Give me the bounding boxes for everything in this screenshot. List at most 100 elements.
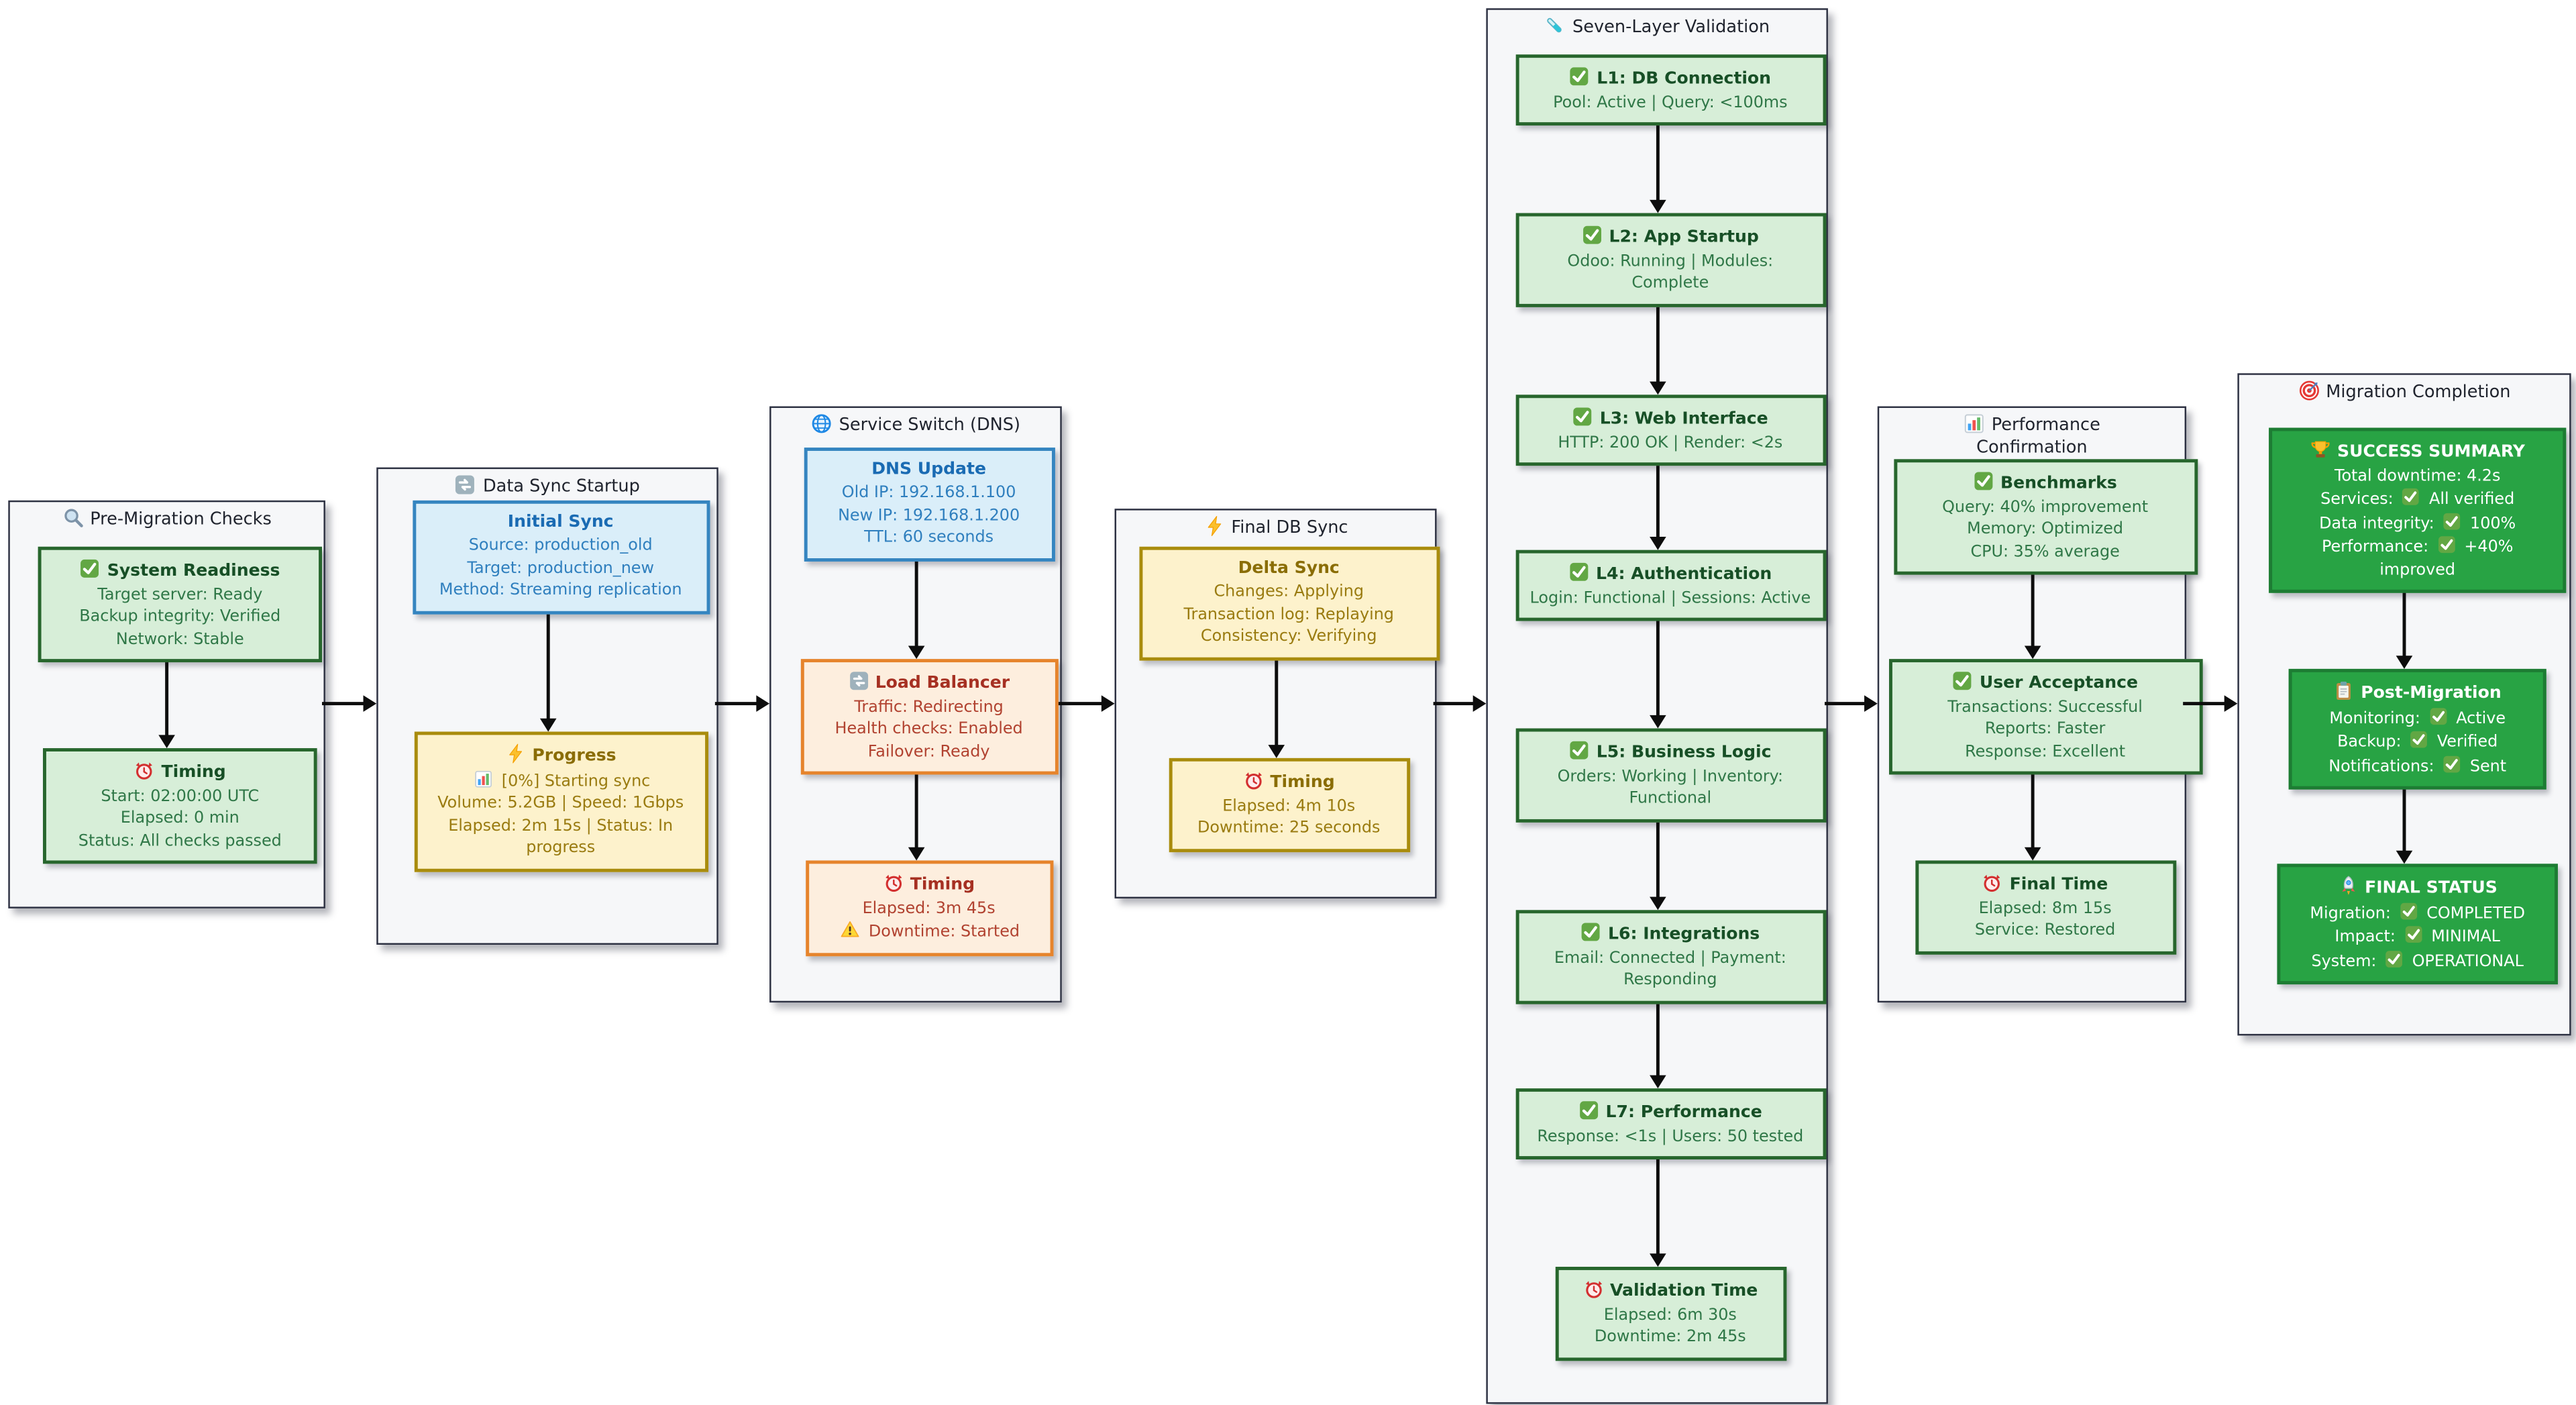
sync-arrows-icon xyxy=(848,670,869,691)
check-icon xyxy=(1568,562,1589,582)
flow-arrow-down xyxy=(2395,592,2413,669)
node-line: Query: 40% improvement xyxy=(1942,498,2149,517)
node-title: L1: DB Connection xyxy=(1528,66,1812,91)
node-line: Target server: Ready xyxy=(97,585,263,604)
cluster-label: Seven-Layer Validation xyxy=(1488,15,1827,39)
node-line: Migration: COMPLETED xyxy=(2290,901,2544,925)
check-icon xyxy=(1582,225,1603,246)
node-title: System Readiness xyxy=(51,558,309,584)
node-line: Reports: Faster xyxy=(1984,720,2106,739)
node-title: L5: Business Logic xyxy=(1528,740,1812,766)
node-title-text: Timing xyxy=(1270,774,1335,792)
node-title: L7: Performance xyxy=(1528,1100,1812,1125)
check-icon xyxy=(2437,535,2456,554)
node-line: Start: 02:00:00 UTC xyxy=(101,786,260,805)
node-title-text: L7: Performance xyxy=(1605,1104,1762,1123)
node-title: User Acceptance xyxy=(1901,670,2188,696)
bar-chart-icon xyxy=(474,769,493,788)
cluster-label-text: Performance Confirmation xyxy=(1976,415,2100,457)
magnifying-glass-icon xyxy=(62,507,83,529)
alarm-clock-icon xyxy=(134,760,155,780)
check-icon xyxy=(1578,1100,1599,1121)
node-title-text: User Acceptance xyxy=(1979,674,2138,693)
node-line: Response: <1s | Users: 50 tested xyxy=(1537,1127,1804,1146)
node-line: Odoo: Running | Modules: Complete xyxy=(1567,252,1774,293)
flow-arrow-right xyxy=(2183,693,2238,713)
flow-arrow-down xyxy=(2395,789,2413,864)
alarm-clock-icon xyxy=(1243,770,1264,790)
check-icon xyxy=(2443,511,2461,530)
node-title: L3: Web Interface xyxy=(1528,407,1812,432)
flow-arrow-right xyxy=(1058,693,1115,713)
node-title: L6: Integrations xyxy=(1528,922,1812,947)
flow-arrow-down xyxy=(1648,307,1666,395)
node-line: Consistency: Verifying xyxy=(1200,627,1377,646)
flow-arrow-down xyxy=(1648,466,1666,550)
flow-arrow-right xyxy=(1825,693,1878,713)
node-title-text: SUCCESS SUMMARY xyxy=(2337,443,2525,462)
node-line: Failover: Ready xyxy=(867,742,990,761)
check-icon xyxy=(2404,925,2422,943)
check-icon xyxy=(1572,407,1593,427)
node-line: Downtime: 25 seconds xyxy=(1197,819,1381,837)
sync-arrows-icon xyxy=(455,474,476,495)
node-title: Timing xyxy=(1181,770,1396,795)
node-title-text: Validation Time xyxy=(1610,1282,1758,1301)
lightning-bolt-icon xyxy=(1203,515,1225,537)
node-title: Timing xyxy=(818,872,1040,898)
node-line: Method: Streaming replication xyxy=(439,581,682,600)
node-line: Performance: +40% improved xyxy=(2282,535,2553,582)
bar-chart-icon xyxy=(1964,413,1985,434)
node-line: Elapsed: 2m 15s | Status: In progress xyxy=(448,817,674,857)
node-line: Transaction log: Replaying xyxy=(1183,605,1394,624)
node-line: System: OPERATIONAL xyxy=(2290,949,2544,973)
node-line: Orders: Working | Inventory: Functional xyxy=(1557,767,1784,808)
node-line: Changes: Applying xyxy=(1214,582,1364,602)
clipboard-icon xyxy=(2334,680,2355,701)
cluster-label: Migration Completion xyxy=(2239,380,2569,404)
node-title-text: L6: Integrations xyxy=(1608,925,1760,944)
check-icon xyxy=(2428,706,2447,725)
node-title-text: L1: DB Connection xyxy=(1597,70,1771,89)
node-line: Impact: MINIMAL xyxy=(2290,925,2544,949)
lightning-bolt-icon xyxy=(505,743,526,764)
warning-icon xyxy=(841,920,860,939)
node-title-text: Benchmarks xyxy=(2000,474,2117,493)
node-title-text: Timing xyxy=(910,876,975,894)
node-line: Elapsed: 3m 45s xyxy=(862,899,996,918)
check-icon xyxy=(2385,949,2404,968)
cluster-label: Pre-Migration Checks xyxy=(10,507,324,531)
node-title: Timing xyxy=(56,760,304,785)
node-line: Elapsed: 6m 30s xyxy=(1603,1305,1737,1324)
node-title-text: L2: App Startup xyxy=(1609,228,1759,247)
cluster-label-text: Seven-Layer Validation xyxy=(1572,17,1770,38)
flow-arrow-right xyxy=(1433,693,1487,713)
node-title: Benchmarks xyxy=(1907,471,2184,497)
node-line: Service: Restored xyxy=(1974,921,2116,940)
node-line: Monitoring: Active xyxy=(2302,706,2533,730)
node-line: Data integrity: 100% xyxy=(2282,511,2553,535)
check-icon xyxy=(1569,740,1590,761)
check-icon xyxy=(2443,754,2461,773)
node-title-text: L3: Web Interface xyxy=(1599,410,1768,429)
node-title: SUCCESS SUMMARY xyxy=(2282,439,2553,465)
check-icon xyxy=(1952,670,1973,691)
node-line: Target: production_new xyxy=(467,559,655,578)
flow-arrow-down xyxy=(538,614,556,732)
node-line: Total downtime: 4.2s xyxy=(2334,466,2501,485)
node-title: Validation Time xyxy=(1568,1278,1772,1304)
node-line: Transactions: Successful xyxy=(1947,698,2143,717)
check-icon xyxy=(80,558,101,579)
check-icon xyxy=(2399,901,2418,920)
